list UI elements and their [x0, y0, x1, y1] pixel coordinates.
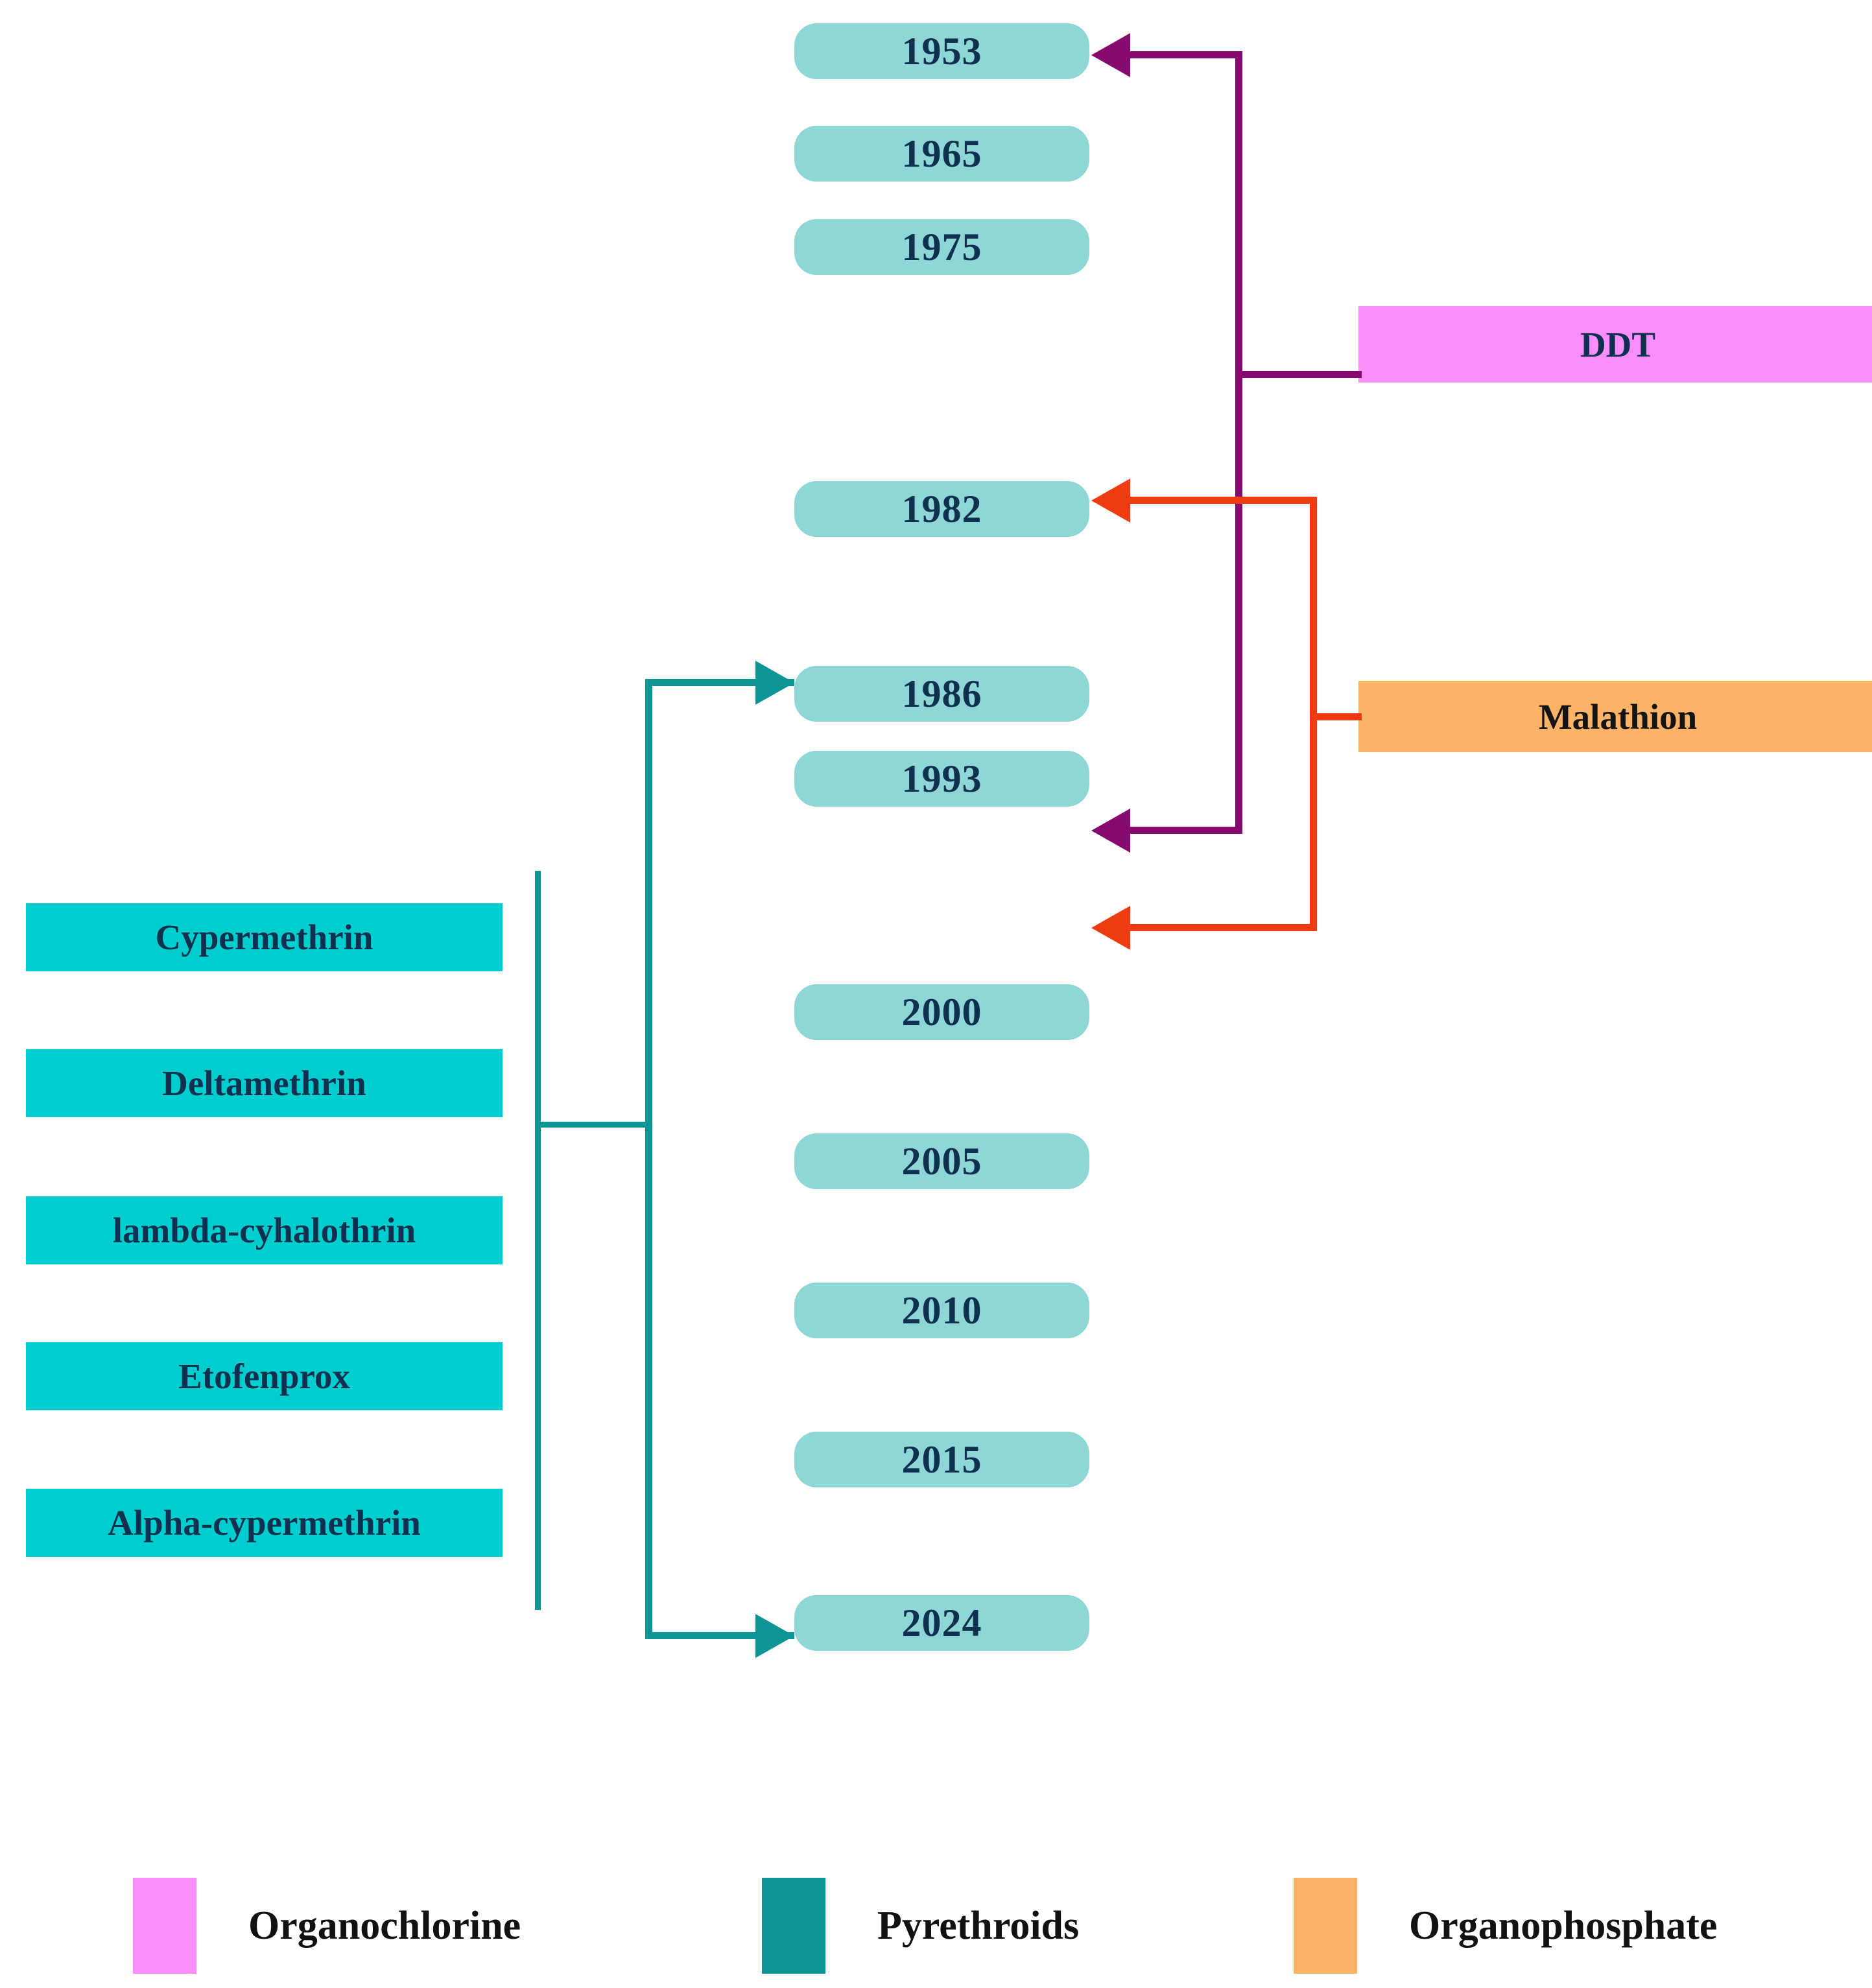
- malathion-arrowhead-1982-icon: [1091, 479, 1130, 523]
- malathion-connector-to-1982: [1130, 497, 1314, 504]
- legend: Organochlorine Pyrethroids Organophospha…: [0, 1874, 1872, 1978]
- ddt-arrowhead-1993-icon: [1091, 809, 1130, 853]
- timeline-box-1982[interactable]: 1982: [794, 481, 1089, 537]
- timeline-box-2010[interactable]: 2010: [794, 1283, 1089, 1338]
- pyrethroid-box-alpha-cypermethrin[interactable]: Alpha-cypermethrin: [26, 1489, 503, 1557]
- ddt-arrowhead-1953-icon: [1091, 33, 1130, 77]
- legend-label-pyrethroids: Pyrethroids: [877, 1903, 1080, 1948]
- ddt-connector-to-1993: [1130, 827, 1239, 834]
- pyrethroid-box-etofenprox[interactable]: Etofenprox: [26, 1342, 503, 1410]
- timeline-box-1993[interactable]: 1993: [794, 751, 1089, 807]
- ddt-connector-trunk: [1235, 51, 1242, 834]
- timeline-box-1975[interactable]: 1975: [794, 219, 1089, 275]
- legend-swatch-organophosphate: [1294, 1878, 1357, 1974]
- ddt-connector-horizontal: [1235, 371, 1362, 378]
- pyrethroid-box-cypermethrin[interactable]: Cypermethrin: [26, 903, 503, 971]
- pyrethroid-bracket-connector: [535, 1122, 652, 1128]
- timeline-box-2015[interactable]: 2015: [794, 1432, 1089, 1487]
- malathion-connector-horizontal: [1310, 713, 1362, 720]
- pyrethroid-connector-to-2024: [645, 1632, 794, 1639]
- pyrethroid-connector-trunk: [645, 679, 652, 1639]
- legend-swatch-pyrethroids: [762, 1878, 825, 1974]
- pyrethroid-connector-to-1986: [645, 679, 794, 686]
- timeline-box-1986[interactable]: 1986: [794, 666, 1089, 722]
- pyrethroid-bracket: [535, 871, 541, 1610]
- timeline-box-2000[interactable]: 2000: [794, 984, 1089, 1040]
- chemical-box-ddt[interactable]: DDT: [1358, 306, 1872, 383]
- chemical-box-malathion[interactable]: Malathion: [1358, 681, 1872, 752]
- pyrethroid-arrowhead-2024-icon: [755, 1614, 794, 1658]
- timeline-box-1965[interactable]: 1965: [794, 126, 1089, 182]
- legend-swatch-organochlorine: [133, 1878, 196, 1974]
- legend-label-organophosphate: Organophosphate: [1409, 1903, 1718, 1948]
- ddt-connector-to-1953: [1130, 51, 1239, 58]
- malathion-arrowhead-1993-icon: [1091, 906, 1130, 950]
- timeline-box-2005[interactable]: 2005: [794, 1133, 1089, 1189]
- malathion-connector-to-1993: [1130, 924, 1314, 931]
- legend-item-organochlorine: Organochlorine: [133, 1874, 521, 1978]
- pyrethroid-box-lambda-cyhalothrin[interactable]: lambda-cyhalothrin: [26, 1196, 503, 1264]
- pyrethroid-arrowhead-1986-icon: [755, 661, 794, 705]
- legend-label-organochlorine: Organochlorine: [248, 1903, 521, 1948]
- malathion-connector-trunk: [1310, 497, 1317, 931]
- legend-item-organophosphate: Organophosphate: [1294, 1874, 1717, 1978]
- legend-item-pyrethroids: Pyrethroids: [762, 1874, 1079, 1978]
- timeline-box-1953[interactable]: 1953: [794, 23, 1089, 79]
- pyrethroid-box-deltamethrin[interactable]: Deltamethrin: [26, 1049, 503, 1117]
- timeline-box-2024[interactable]: 2024: [794, 1595, 1089, 1651]
